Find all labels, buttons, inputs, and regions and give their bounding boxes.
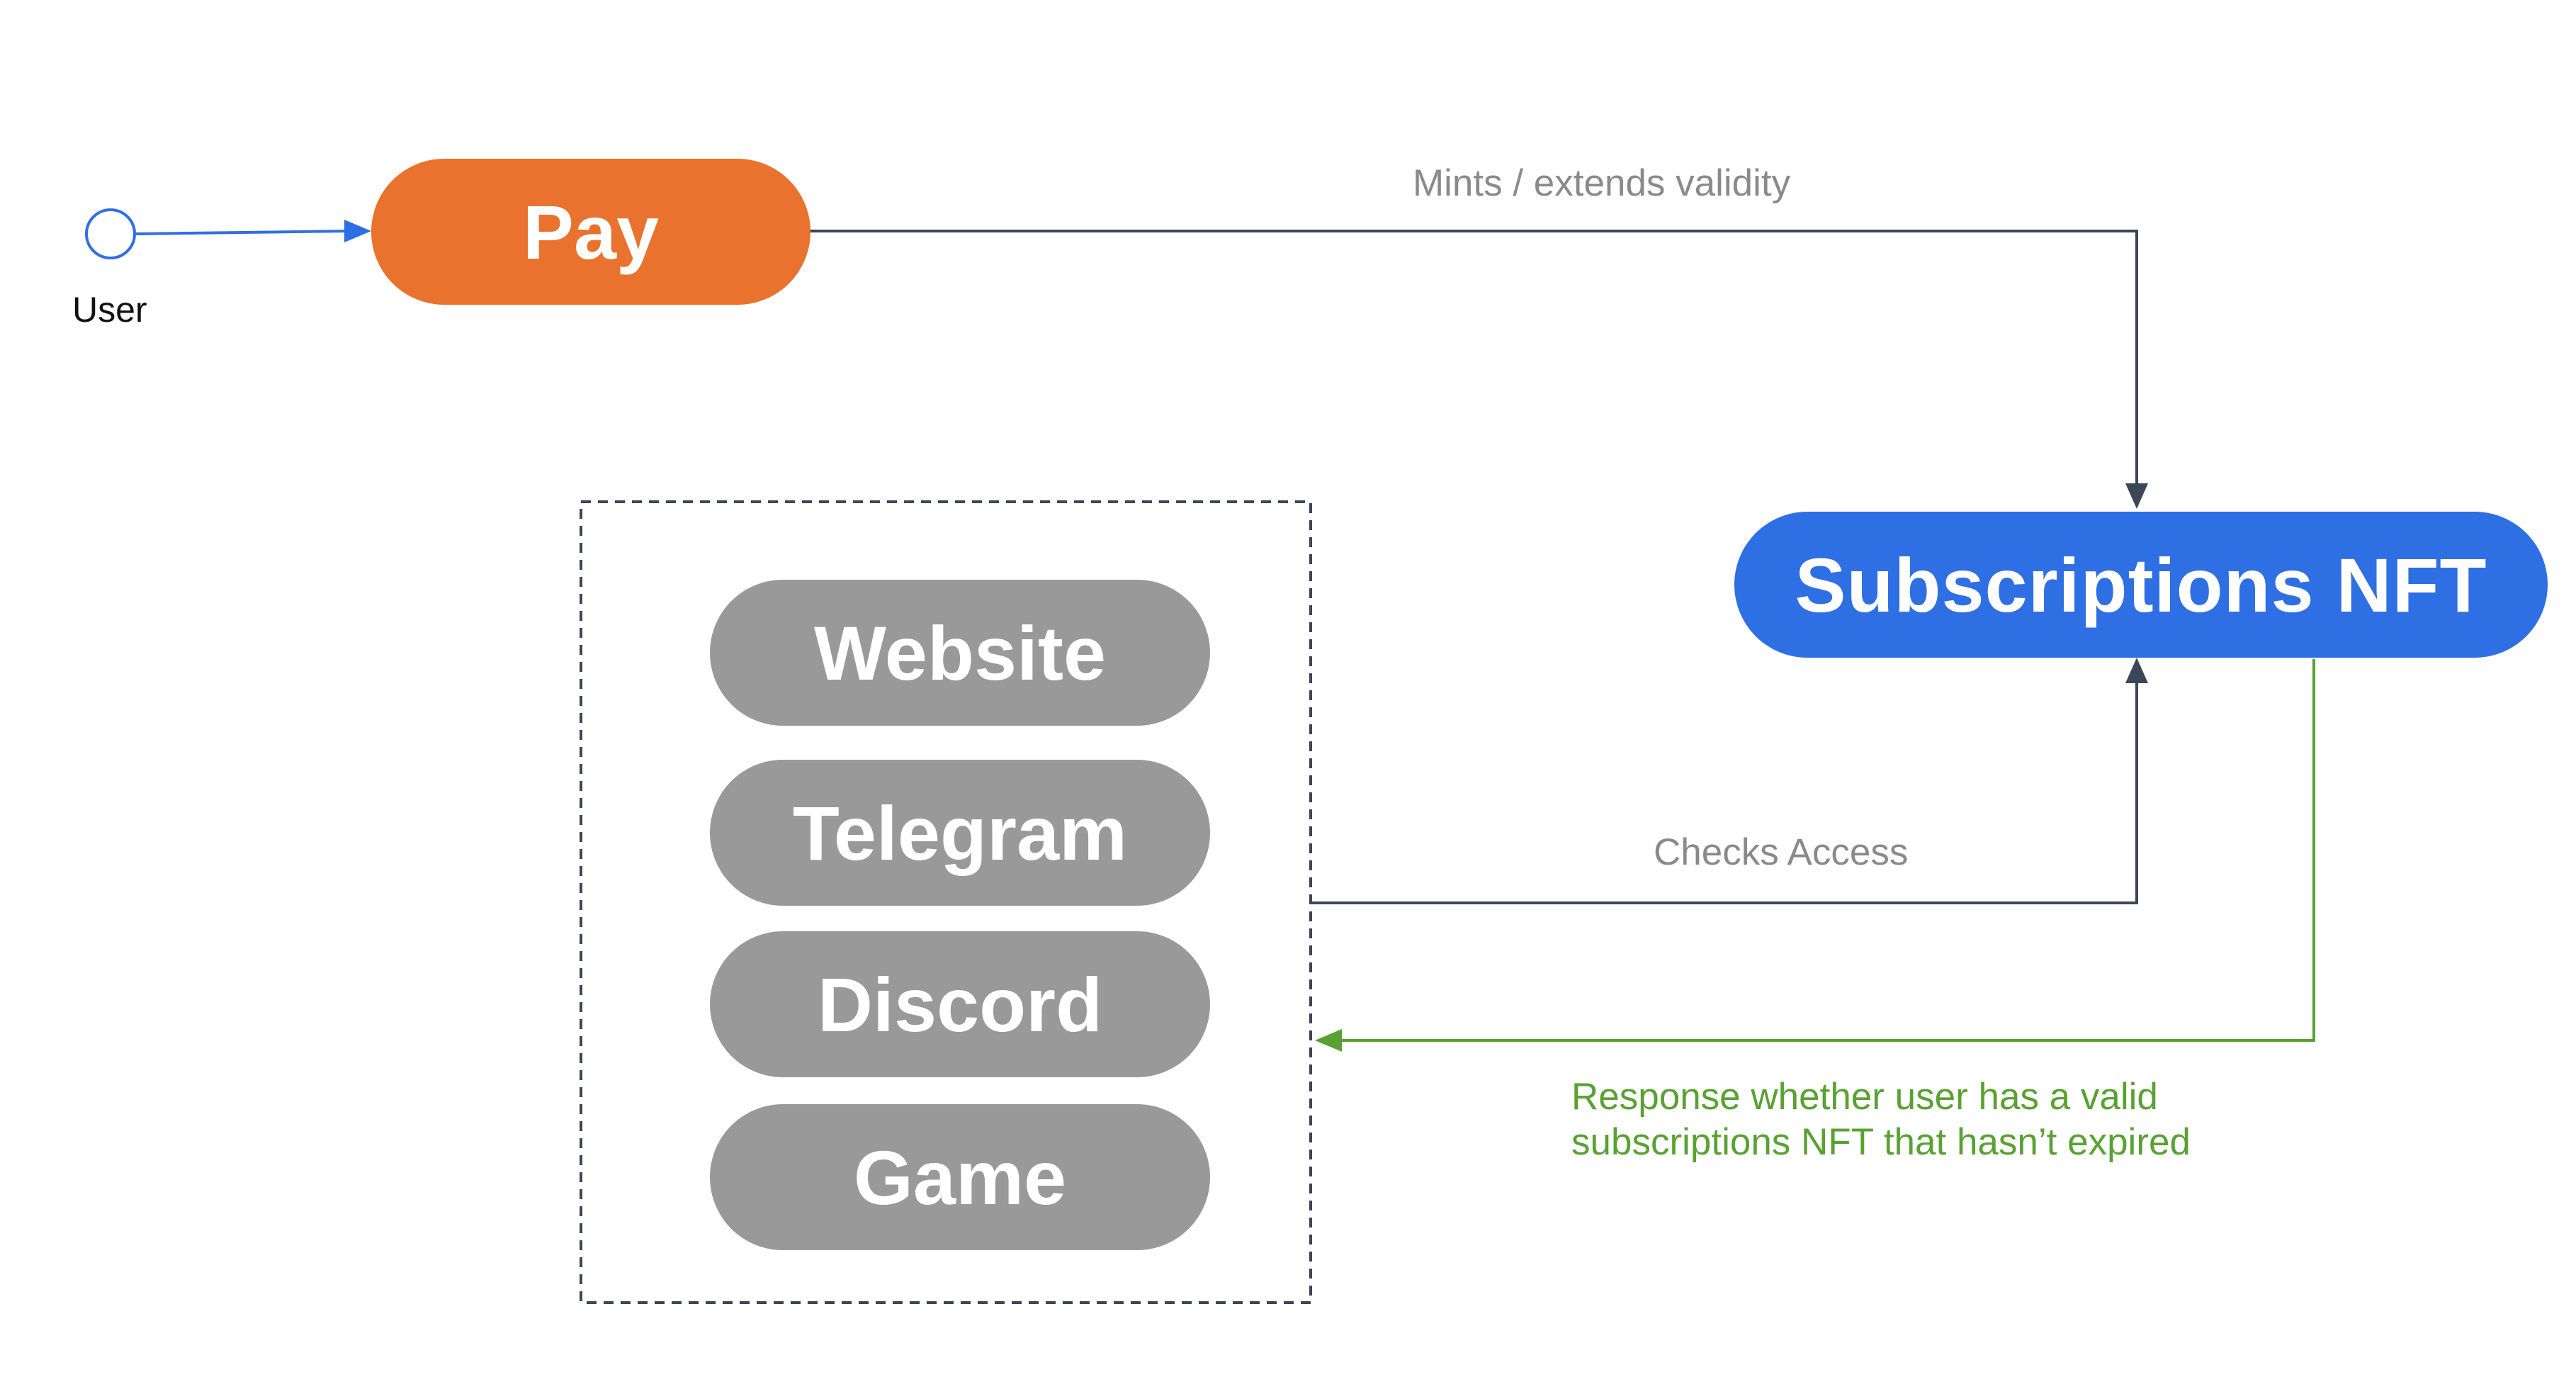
response-edge bbox=[1342, 659, 2315, 1042]
user-to-pay-arrowhead bbox=[344, 220, 371, 242]
platform-telegram-node[interactable]: Telegram bbox=[710, 760, 1210, 906]
subscriptions-nft-node[interactable]: Subscriptions NFT bbox=[1734, 512, 2548, 658]
platform-discord-node[interactable]: Discord bbox=[710, 931, 1210, 1077]
checks-access-edge bbox=[1311, 682, 2138, 904]
checks-access-label: Checks Access bbox=[1654, 831, 1909, 873]
mints-arrowhead bbox=[2125, 483, 2148, 509]
mints-edge bbox=[810, 230, 2138, 485]
response-label-line-2: subscriptions NFT that hasn’t expired bbox=[1571, 1121, 2191, 1163]
response-label-line-1: Response whether user has a valid bbox=[1571, 1076, 2158, 1118]
response-label: Response whether user has a valid subscr… bbox=[1571, 1074, 2191, 1165]
mints-edge-label: Mints / extends validity bbox=[1413, 162, 1791, 204]
checks-access-arrowhead bbox=[2125, 658, 2148, 683]
user-label: User bbox=[72, 290, 147, 330]
user-actor-icon[interactable] bbox=[85, 208, 136, 259]
platform-website-node[interactable]: Website bbox=[710, 580, 1210, 726]
pay-node[interactable]: Pay bbox=[371, 159, 810, 305]
user-to-pay-edge bbox=[135, 230, 348, 235]
platform-game-node[interactable]: Game bbox=[710, 1104, 1210, 1250]
response-arrowhead bbox=[1315, 1029, 1342, 1052]
